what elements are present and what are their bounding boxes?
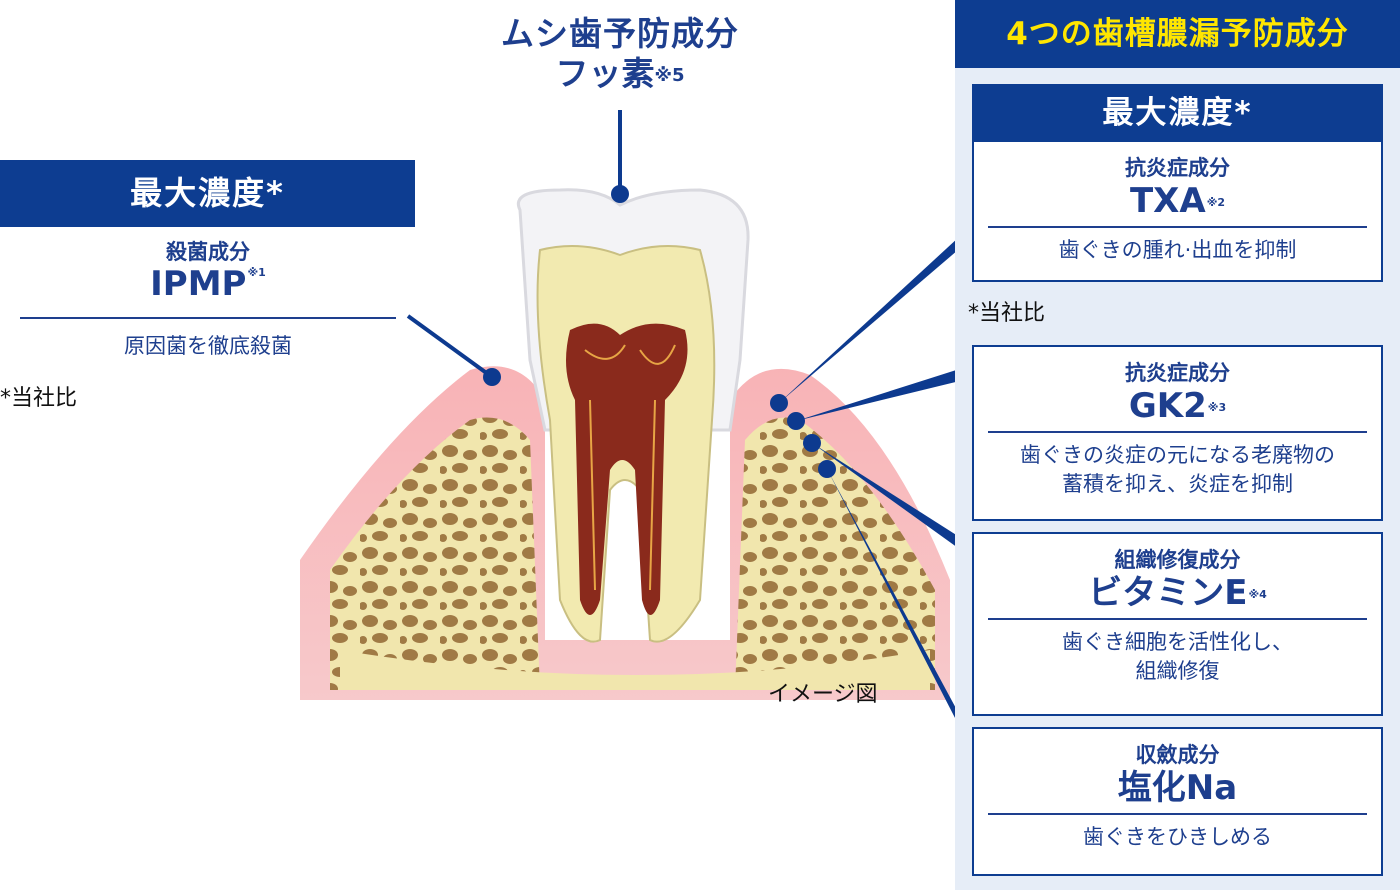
fluoride-dot [611, 185, 629, 203]
left-category: 殺菌成分 [166, 240, 250, 264]
right-header: 最大濃度* [972, 84, 1383, 142]
fluoride-line1: ムシ歯予防成分 [501, 14, 739, 53]
image-caption: イメージ図 [768, 682, 878, 707]
gk2-dot [787, 412, 805, 430]
left-footnote: *当社比 [0, 386, 78, 411]
gk2-desc-line2: 蓄積を抑え、炎症を抑制 [1062, 472, 1293, 496]
nacl-connector [827, 469, 972, 751]
ingredient-box-txa: 抗炎症成分 TXA※2 歯ぐきの腫れ·出血を抑制 [972, 142, 1383, 282]
ingredient-description: 歯ぐきの腫れ·出血を抑制 [974, 236, 1381, 265]
fluoride-label: ムシ歯予防成分 フッ素※5 [470, 14, 770, 94]
vitamin-e-name: ビタミンE [1088, 573, 1248, 613]
ingredient-description: 歯ぐきの炎症の元になる老廃物の 蓄積を抑え、炎症を抑制 [974, 441, 1381, 499]
nerve-lines [584, 344, 676, 591]
vitamin-e-desc-line2: 組織修復 [1135, 659, 1220, 683]
left-ingredient-name: IPMP※1 [20, 264, 396, 304]
txa-desc: 歯ぐきの腫れ·出血を抑制 [1058, 238, 1297, 262]
ingredient-divider [988, 431, 1367, 433]
nacl-dot [818, 460, 836, 478]
ingredient-divider [988, 813, 1367, 815]
ingredient-box-vitamin-e: 組織修復成分 ビタミンE※4 歯ぐき細胞を活性化し、 組織修復 [972, 532, 1383, 716]
ipmp-dot [483, 368, 501, 386]
ingredient-description: 歯ぐきをひきしめる [974, 823, 1381, 852]
nacl-desc: 歯ぐきをひきしめる [1083, 825, 1272, 849]
left-divider [20, 317, 396, 319]
ingredient-description: 歯ぐき細胞を活性化し、 組織修復 [974, 628, 1381, 686]
txa-dot [770, 394, 788, 412]
ingredient-category: 抗炎症成分 [1125, 156, 1230, 180]
ingredient-category: 収斂成分 [1135, 743, 1220, 767]
ingredient-name: GK2※3 [974, 387, 1381, 425]
left-header: 最大濃度* [0, 160, 415, 227]
bone-right [735, 417, 935, 690]
ingredient-divider [988, 618, 1367, 620]
left-description: 原因菌を徹底殺菌 [124, 334, 292, 358]
vite-connector [812, 443, 972, 558]
right-panel-title: 4つの歯槽膿漏予防成分 [955, 0, 1400, 68]
gk2-note: ※3 [1207, 401, 1227, 414]
right-footnote: *当社比 [968, 301, 1046, 326]
txa-connector [779, 225, 972, 403]
ingredient-category: 組織修復成分 [1114, 548, 1241, 572]
nacl-name: 塩化Na [1117, 768, 1238, 808]
bone-base [340, 650, 930, 690]
ingredient-name: 塩化Na [974, 769, 1381, 807]
ingredient-box-gk2: 抗炎症成分 GK2※3 歯ぐきの炎症の元になる老廃物の 蓄積を抑え、炎症を抑制 [972, 345, 1383, 521]
txa-name: TXA [1129, 181, 1206, 221]
ingredient-divider [988, 226, 1367, 228]
gk2-connector [796, 365, 972, 421]
vitamin-e-note: ※4 [1248, 588, 1267, 601]
gk2-desc-line1: 歯ぐきの炎症の元になる老廃物の [1020, 443, 1335, 467]
ingredient-category: 抗炎症成分 [1125, 361, 1230, 385]
tooth-pulp [566, 323, 688, 615]
txa-note: ※2 [1206, 196, 1226, 209]
bone-left [330, 417, 540, 690]
ipmp-connector [406, 314, 494, 379]
fluoride-line2: フッ素※5 [470, 54, 770, 94]
fluoride-name: フッ素 [555, 54, 655, 93]
ipmp-name: IPMP [150, 264, 247, 304]
vite-dot [803, 434, 821, 452]
ingredient-name: TXA※2 [974, 182, 1381, 220]
fluoride-note: ※5 [654, 65, 685, 86]
ipmp-note: ※1 [247, 266, 266, 279]
ingredient-box-nacl: 収斂成分 塩化Na 歯ぐきをひきしめる [972, 727, 1383, 876]
vitamin-e-desc-line1: 歯ぐき細胞を活性化し、 [1062, 630, 1293, 654]
gk2-name: GK2 [1128, 386, 1207, 426]
ingredient-name: ビタミンE※4 [974, 574, 1381, 612]
